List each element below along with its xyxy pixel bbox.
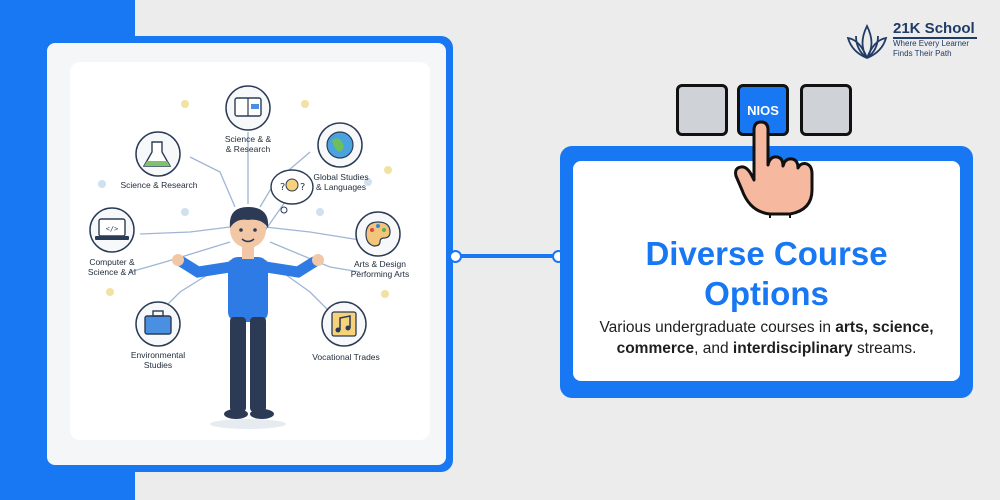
palette-icon <box>355 211 401 257</box>
brand-divider <box>893 37 977 39</box>
label-science-top: Science & & & Research <box>224 134 272 154</box>
pointing-hand-icon <box>734 120 814 218</box>
illustration-card: </> ? ? <box>70 62 430 440</box>
label-computer-science: Computer & Science & AI <box>87 257 137 277</box>
book-icon <box>225 85 271 131</box>
svg-text:?: ? <box>280 182 285 193</box>
card-title: Diverse Course Options <box>645 235 888 312</box>
flask-icon <box>135 131 181 177</box>
label-global-studies: Global Studies & Languages <box>313 172 369 192</box>
svg-text:?: ? <box>300 182 305 193</box>
card-description: Various undergraduate courses in arts, s… <box>599 319 934 357</box>
label-science-research: Science & Research <box>120 180 198 190</box>
laptop-code-icon: </> <box>89 207 135 253</box>
student-course-illustration: </> ? ? <box>89 85 401 429</box>
briefcase-icon <box>135 301 181 347</box>
label-arts-design: Arts & Design Performing Arts <box>350 259 410 279</box>
label-vocational-trades: Vocational Trades <box>312 352 380 362</box>
label-environmental-studies: Environmental Studies <box>130 350 186 370</box>
svg-text:</>: </> <box>106 225 119 233</box>
key-blank-right <box>800 84 852 136</box>
connector-dot-left <box>449 250 462 263</box>
connector-line <box>453 254 560 258</box>
brand-name: 21K School <box>893 20 975 37</box>
brand-tagline: Where Every Learner Finds Their Path <box>893 39 970 58</box>
lightbulb-thought-icon: ? ? <box>270 169 314 214</box>
key-blank-left <box>676 84 728 136</box>
globe-icon <box>317 122 363 168</box>
brand-logo-icon <box>846 23 888 59</box>
decorative-dots <box>98 100 392 298</box>
student-figure <box>172 207 324 429</box>
music-icon <box>321 301 367 347</box>
